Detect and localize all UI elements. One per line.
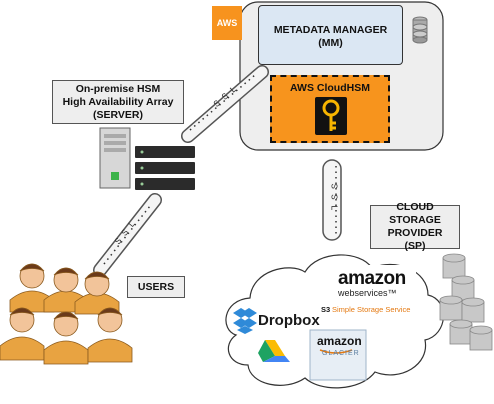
mm-database-icon: [412, 16, 428, 44]
amazon-s3-logo: amazon webservices™ S3 Simple Storage Se…: [318, 265, 416, 320]
ssl-label-right: S S L: [328, 183, 339, 211]
cloudhsm-title: AWS CloudHSM: [290, 82, 370, 94]
amazon-s3-subtitle: webservices™: [338, 288, 397, 298]
mm-title: METADATA MANAGER: [273, 24, 388, 36]
glacier-amazon-wordmark: amazon: [317, 334, 362, 348]
cloud-storage-line2: PROVIDER: [387, 227, 443, 239]
glacier-logo-bg: [309, 329, 367, 381]
users-label: USERS: [127, 276, 185, 298]
ssl-tunnel-bottom: [93, 193, 162, 277]
s3-tag: S3: [321, 305, 331, 314]
s3-service-name: Simple Storage Service: [332, 305, 411, 314]
dropbox-wordmark: Dropbox: [258, 312, 320, 329]
cloud-storage-line1: CLOUD STORAGE: [389, 201, 441, 226]
cloudhsm-box: AWS CloudHSM: [270, 75, 390, 143]
dropbox-icon: [233, 308, 257, 334]
users-label-text: USERS: [137, 280, 175, 293]
glacier-wordmark: GLACIER: [322, 350, 360, 357]
storage-database-stack: [439, 253, 493, 351]
metadata-manager-box: METADATA MANAGER (MM): [258, 5, 403, 65]
ssl-tunnel-right: [322, 159, 342, 241]
google-drive-icon: [258, 340, 290, 362]
onprem-hsm-line3: (SERVER): [93, 108, 143, 121]
aws-badge: AWS: [212, 6, 242, 40]
cloud-storage-label: CLOUD STORAGE PROVIDER (SP): [370, 201, 460, 252]
server-icon: [99, 127, 195, 190]
amazon-s3-wordmark: amazon: [338, 268, 406, 289]
onprem-hsm-label: On-premise HSM High Availability Array (…: [52, 80, 184, 124]
glacier-smile: [319, 349, 353, 354]
onprem-hsm-line2: High Availability Array: [62, 95, 174, 108]
onprem-hsm-line1: On-premise HSM: [75, 82, 161, 95]
key-icon: [315, 97, 347, 135]
mm-subtitle: (MM): [318, 37, 343, 49]
cloud-storage-line3: (SP): [404, 240, 426, 252]
users-icon: [0, 263, 133, 365]
ssl-tunnel-top: [181, 65, 269, 143]
